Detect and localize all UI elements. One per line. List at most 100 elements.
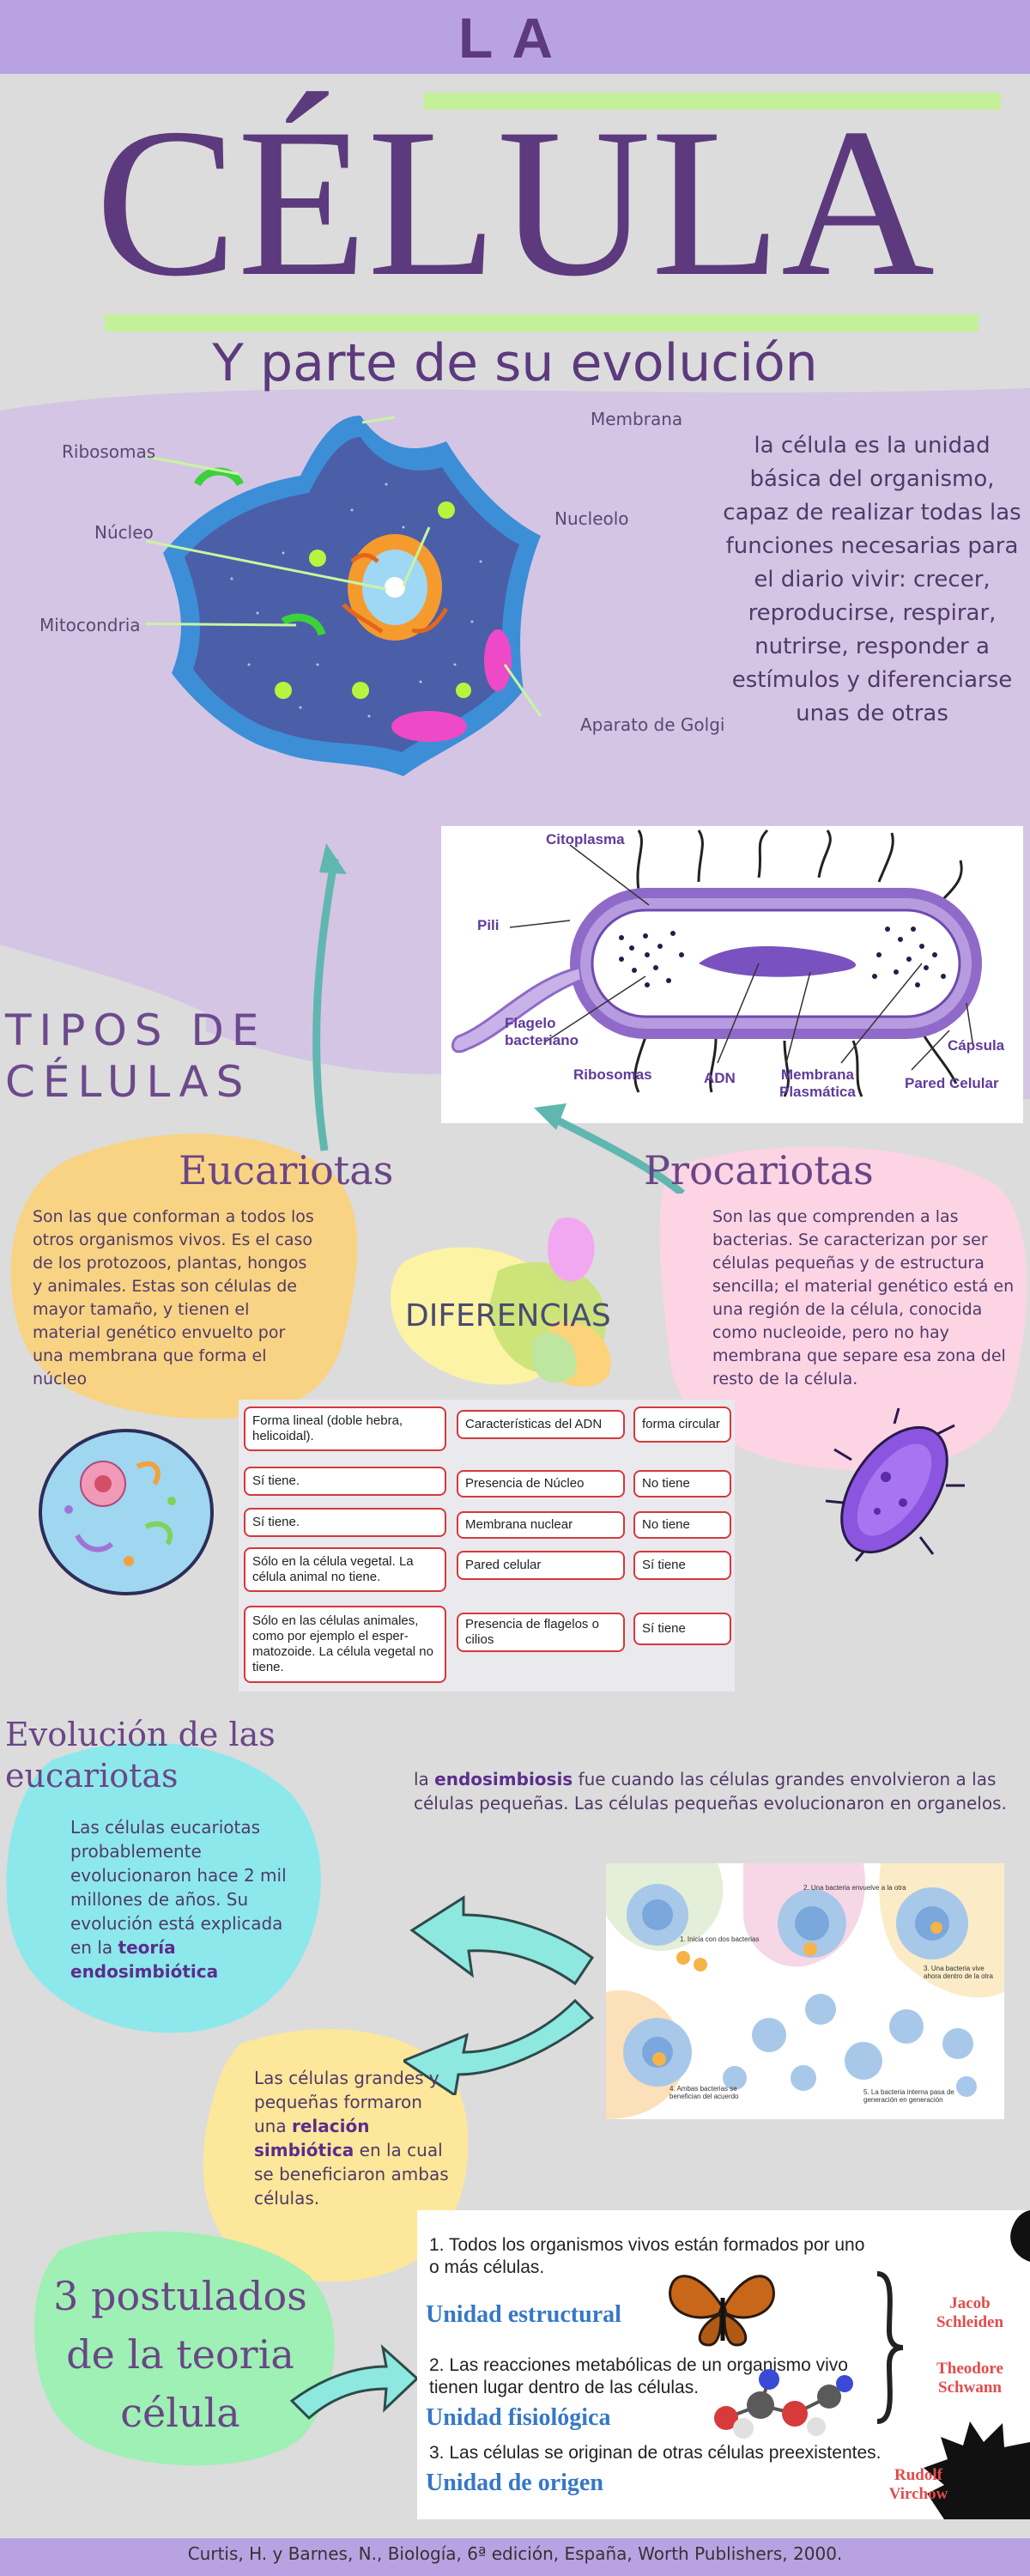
endo-bold: endosimbiosis — [434, 1769, 573, 1789]
postulado-1-heading: Unidad estructural — [426, 2301, 621, 2328]
scientist-2: Theodore Schwann — [918, 2360, 1021, 2397]
title-small: LA — [458, 6, 572, 70]
postulado-2-heading: Unidad fisiológica — [426, 2404, 611, 2431]
evolucion-blob1-normal: Las células eucariotas probablemente evo… — [70, 1817, 287, 1958]
postulado-2-text: 2. Las reacciones metabólicas de un orga… — [429, 2355, 848, 2397]
feat-cell-4: Pared celular — [457, 1551, 625, 1580]
label-golgi: Aparato de Golgi — [580, 714, 725, 735]
brace-icon — [876, 2271, 904, 2424]
bottom-band — [0, 2538, 1030, 2576]
endo-step-2: 2. Una bacteria envuelve a la otra — [803, 1884, 906, 1892]
postulados-title-line2: de la teoria — [66, 2331, 294, 2378]
postulados-arrow — [289, 2343, 420, 2421]
postulado-3-text: 3. Las células se originan de otras célu… — [429, 2443, 882, 2463]
evolucion-blob1-bold: teoría endosimbiótica — [70, 1937, 219, 1982]
evolucion-title-line1: Evolución de las — [5, 1716, 276, 1753]
evolucion-title-line2: eucariotas — [5, 1757, 179, 1795]
pro-cell-5: Sí tiene — [633, 1613, 731, 1645]
tipos-heading: TIPOS DE CÉLULAS — [5, 1005, 267, 1108]
label-ribosomas: Ribosomas — [62, 441, 156, 462]
procariotas-title: Procariotas — [644, 1147, 874, 1194]
black-blob-top — [1010, 2210, 1030, 2262]
evolution-arrows — [403, 1895, 595, 2095]
bact-label-pared: Pared Celular — [905, 1075, 999, 1091]
scientist-3-line1: Rudolf — [894, 2466, 942, 2484]
green-bar-bottom — [105, 314, 978, 331]
scientist-1-line2: Schleiden — [936, 2313, 1004, 2331]
top-band — [0, 0, 1030, 74]
endo-step-1: 1. Inicia con dos bacterias — [680, 1935, 760, 1943]
feat-cell-1: Características del ADN — [457, 1410, 625, 1439]
scientist-3-line2: Virchow — [888, 2485, 948, 2503]
citation: Curtis, H. y Barnes, N., Biología, 6ª ed… — [187, 2543, 843, 2564]
bact-label-flagelo-line2: bacteriano — [505, 1032, 579, 1048]
scientist-1: Jacob Schleiden — [918, 2294, 1021, 2332]
eucariotas-title: Eucariotas — [179, 1147, 394, 1194]
eucariotas-text: Son las que conforman a todos los otros … — [33, 1207, 314, 1388]
pro-cell-2: No tiene — [633, 1470, 731, 1498]
endo-step-4: 4. Ambas bacterias se benefician del acu… — [670, 2085, 739, 2100]
label-membrana: Membrana — [591, 409, 683, 429]
feat-cell-5: Presencia de flagelos o cilios — [457, 1613, 625, 1652]
bacteria-illustration — [451, 829, 982, 1097]
intro-text: la célula es la unidad básica del organi… — [723, 433, 1021, 726]
endo-step-3: 3. Una bacteria vive ahora dentro de la … — [924, 1965, 993, 1980]
feat-cell-3: Membrana nuclear — [457, 1511, 625, 1539]
euk-cell-3: Sí tiene. — [244, 1508, 446, 1537]
bact-label-adn: ADN — [704, 1070, 736, 1086]
euk-cell-2: Sí tiene. — [244, 1467, 446, 1496]
blob2-post: en la cual se beneficiaron ambas células… — [254, 2140, 449, 2208]
blob2-pre: Las células grandes y pequeñas formaron … — [254, 2068, 439, 2136]
euk-cell-5: Sólo en las células animales, como por e… — [244, 1606, 446, 1683]
endo-prefix: la — [414, 1769, 435, 1789]
eukaryote-cell-illustration — [39, 1429, 214, 1595]
pro-cell-1: forma circular — [633, 1406, 731, 1443]
postulados-title-line1: 3 postulados — [53, 2273, 307, 2319]
scientist-2-line1: Theodore — [936, 2360, 1003, 2378]
bact-label-flagelo: Flagelo bacteriano — [505, 1015, 579, 1049]
tipos-line1: TIPOS DE — [5, 1005, 267, 1055]
bact-label-ribosomas: Ribosomas — [573, 1066, 652, 1083]
bact-label-membrana-line2: Plasmática — [779, 1084, 856, 1100]
scientist-1-line1: Jacob — [949, 2294, 991, 2312]
label-mitocondria: Mitocondria — [39, 615, 141, 635]
bacteria-cartoon — [825, 1408, 965, 1562]
green-bar-top — [424, 93, 1001, 110]
animal-cell-illustration — [146, 416, 542, 776]
evolucion-blob2-text: Las células grandes y pequeñas formaron … — [254, 2066, 451, 2210]
feat-cell-2: Presencia de Núcleo — [457, 1470, 625, 1498]
scientist-3: Rudolf Virchow — [867, 2466, 970, 2504]
blob2-bold: relación simbiótica — [254, 2116, 370, 2160]
diferencias-title: DIFERENCIAS — [405, 1298, 611, 1334]
title-big: CÉLULA — [94, 84, 936, 320]
postulado-3-heading: Unidad de origen — [426, 2470, 603, 2496]
evolucion-blob1-text: Las células eucariotas probablemente evo… — [70, 1815, 302, 1984]
endosymbiosis-diagram: 1. Inicia con dos bacterias 2. Una bacte… — [606, 1863, 1004, 2119]
butterfly-icon — [669, 2275, 775, 2347]
postulados-panel: 1. Todos los organismos vivos están form… — [417, 2210, 1030, 2519]
bact-label-membrana-line1: Membrana — [780, 1066, 854, 1083]
postulados-title-line3: célula — [120, 2390, 240, 2436]
evolucion-title: Evolución de las eucariotas — [5, 1714, 276, 1796]
endo-step-5: 5. La bacteria interna pasa de generació… — [863, 2088, 954, 2104]
diferencias-table: Forma lineal (doble hebra, helicoidal). … — [239, 1400, 735, 1692]
tipos-line2: CÉLULAS — [5, 1057, 251, 1107]
euk-cell-4: Sólo en la célula vegetal. La célula ani… — [244, 1547, 446, 1592]
subtitle: Y parte de su evolución — [212, 333, 818, 393]
scientist-2-line2: Schwann — [938, 2379, 1002, 2397]
postulados-title: 3 postulados de la teoria célula — [34, 2267, 326, 2442]
endosymbiosis-illustration — [606, 1863, 1004, 2119]
molecule-icon — [714, 2369, 853, 2439]
procariotas-text: Son las que comprenden a las bacterias. … — [712, 1207, 1015, 1388]
pro-cell-4: Sí tiene — [633, 1551, 731, 1580]
black-splat — [924, 2421, 1030, 2519]
type-arrows — [312, 843, 685, 1194]
label-nucleolo: Nucleolo — [554, 508, 629, 529]
postulado-1-text: 1. Todos los organismos vivos están form… — [429, 2235, 865, 2277]
endo-rest: fue cuando las células grandes envolvier… — [414, 1769, 1007, 1814]
endosimbiosis-text: la endosimbiosis fue cuando las células … — [414, 1767, 1023, 1815]
bact-label-membrana: Membrana Plasmática — [779, 1066, 856, 1101]
bact-label-citoplasma: Citoplasma — [546, 831, 625, 848]
bact-label-flagelo-line1: Flagelo — [505, 1015, 556, 1031]
euk-cell-1: Forma lineal (doble hebra, helicoidal). — [244, 1406, 446, 1451]
